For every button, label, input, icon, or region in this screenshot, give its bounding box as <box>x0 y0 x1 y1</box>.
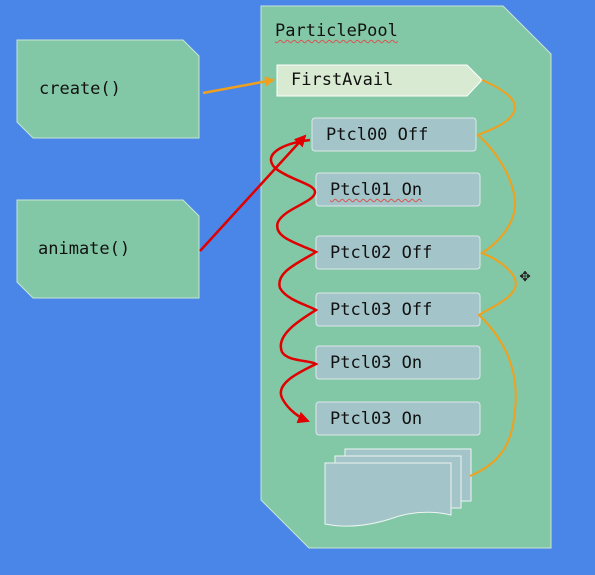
particle-label-0: Ptcl00 Off <box>326 125 429 145</box>
animate-box <box>16 199 200 299</box>
animate-to-particle-arrow <box>199 134 307 252</box>
particle-box-4 <box>315 345 481 380</box>
particle-label-5: Ptcl03 On <box>330 409 423 429</box>
particle-box-1 <box>315 172 481 207</box>
particle-box-0 <box>311 117 477 152</box>
particle-label-3: Ptcl03 Off <box>330 300 433 320</box>
create-label: create() <box>39 79 121 99</box>
first-avail-label: FirstAvail <box>291 70 394 90</box>
particle-label-1: Ptcl01 On <box>330 180 423 200</box>
free-list-chain <box>469 79 517 477</box>
more-particles-stack <box>324 448 472 527</box>
first-avail-shape <box>276 64 483 97</box>
particle-label-4: Ptcl03 On <box>330 353 423 373</box>
particle-box-5 <box>315 401 481 436</box>
create-to-firstavail-arrow <box>202 76 275 95</box>
animate-label: animate() <box>38 239 131 259</box>
particle-label-2: Ptcl02 Off <box>330 243 433 263</box>
pool-title: ParticlePool <box>275 21 398 41</box>
animate-iteration-chain <box>269 138 319 424</box>
move-cursor-icon: ✥ <box>519 265 531 286</box>
create-box <box>16 39 200 139</box>
